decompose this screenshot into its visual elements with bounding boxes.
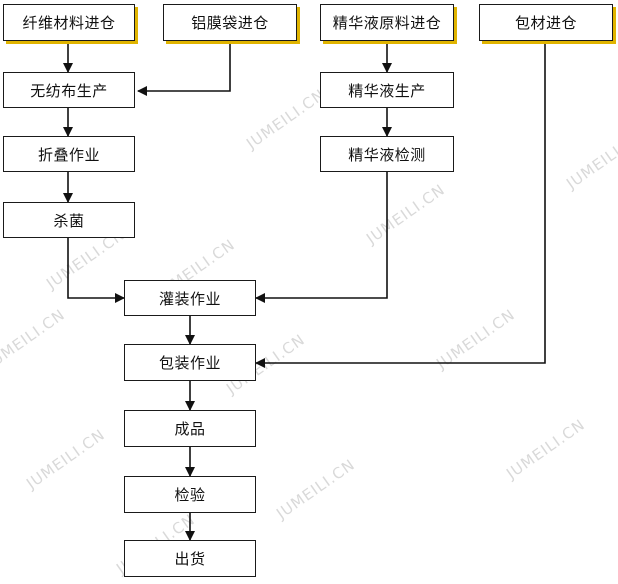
node-essence-raw-intake: 精华液原料进仓 — [320, 4, 454, 41]
arrow-essence-test-to-filling — [255, 172, 388, 303]
node-shipping: 出货 — [124, 540, 256, 577]
arrow-material-to-packing — [255, 41, 546, 368]
node-filling: 灌装作业 — [124, 280, 256, 316]
node-essence-testing: 精华液检测 — [320, 136, 454, 172]
node-essence-production: 精华液生产 — [320, 72, 454, 108]
arrow-foil-to-nonwoven — [137, 41, 231, 96]
node-nonwoven-production: 无纺布生产 — [3, 72, 135, 108]
arrow-sterilize-to-filling — [67, 238, 125, 303]
node-inspection: 检验 — [124, 476, 256, 513]
node-sterilization: 杀菌 — [3, 202, 135, 238]
node-packaging-material-intake: 包材进仓 — [479, 4, 613, 41]
node-foil-bag-intake: 铝膜袋进仓 — [163, 4, 297, 41]
node-finished-product: 成品 — [124, 410, 256, 447]
node-folding: 折叠作业 — [3, 136, 135, 172]
node-fiber-intake: 纤维材料进仓 — [3, 4, 135, 41]
node-packing: 包装作业 — [124, 344, 256, 381]
